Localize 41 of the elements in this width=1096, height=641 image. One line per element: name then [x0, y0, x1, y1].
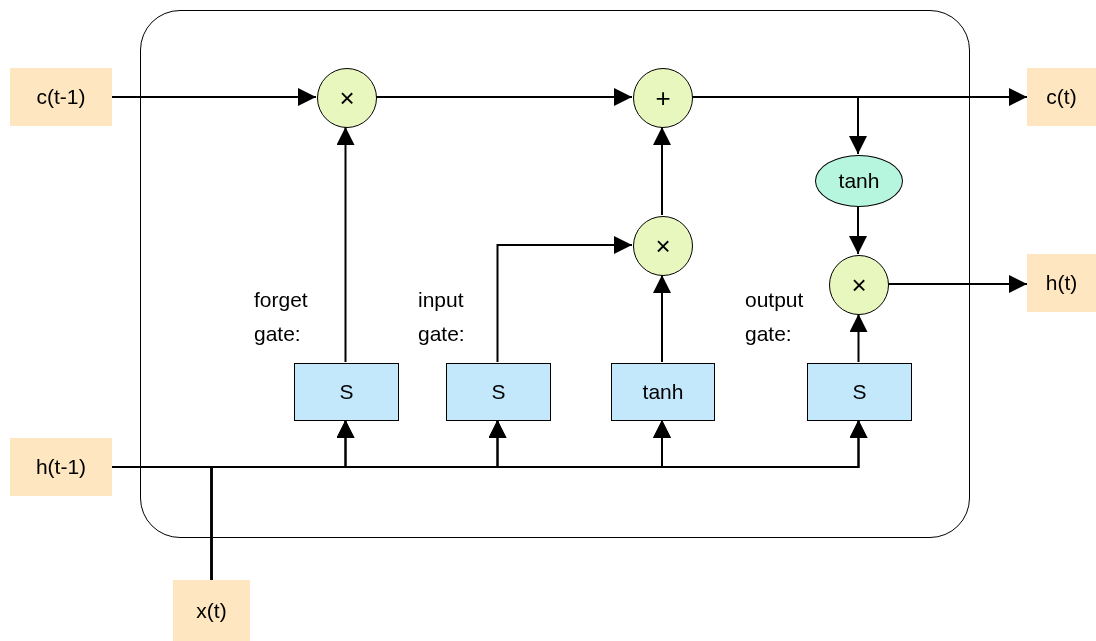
arrow: [887, 275, 1028, 293]
node-label: ×: [851, 269, 867, 301]
gate-label: output gate:: [745, 287, 805, 347]
node-label: c(t-1): [36, 85, 86, 109]
gate-label: forget gate:: [254, 287, 309, 347]
node-label: S: [339, 380, 354, 404]
io-box: [1027, 254, 1096, 312]
operation-circle: [633, 216, 693, 276]
node-label: ×: [339, 82, 355, 114]
node-label: h(t-1): [35, 455, 87, 479]
arrow: [653, 126, 671, 216]
node-label: +: [655, 82, 671, 114]
arrow: [336, 126, 355, 363]
arrow: [849, 205, 867, 255]
node-label: tanh: [642, 380, 684, 404]
cell-boundary: [140, 10, 970, 538]
node-label: x(t): [196, 598, 227, 623]
layer-box: [294, 363, 399, 421]
node-label: tanh: [838, 169, 880, 193]
node-label: S: [491, 380, 506, 404]
arrow: [111, 88, 317, 106]
io-box: [10, 68, 112, 126]
node-label: h(t): [1045, 271, 1078, 295]
arrow: [375, 88, 633, 106]
node-label: S: [852, 380, 867, 404]
layer-box: [611, 363, 715, 421]
arrow: [653, 274, 671, 363]
arrow: [210, 419, 868, 581]
node-label: ×: [655, 230, 671, 262]
arrow: [849, 313, 868, 363]
io-box: [10, 438, 112, 496]
gate-label: input gate:: [418, 287, 466, 347]
operation-circle: [317, 68, 377, 128]
layer-box: [807, 363, 912, 421]
io-box: [173, 580, 250, 641]
operation-circle: [829, 255, 889, 315]
node-label: c(t): [1046, 85, 1077, 109]
layer-box: [446, 363, 551, 421]
operation-circle: [633, 68, 693, 128]
io-box: [1027, 68, 1096, 126]
arrow: [496, 236, 633, 363]
